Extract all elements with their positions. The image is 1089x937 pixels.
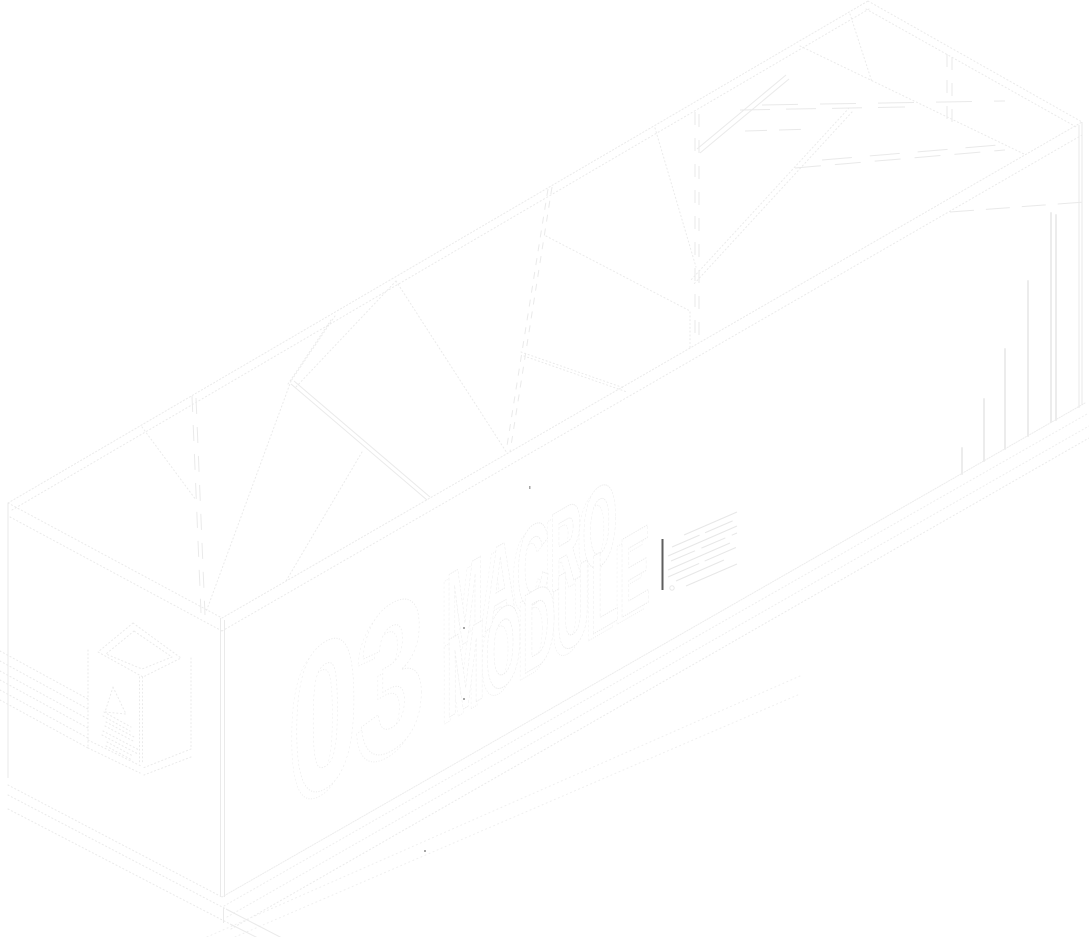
svg-text:03: 03 [292,542,426,851]
